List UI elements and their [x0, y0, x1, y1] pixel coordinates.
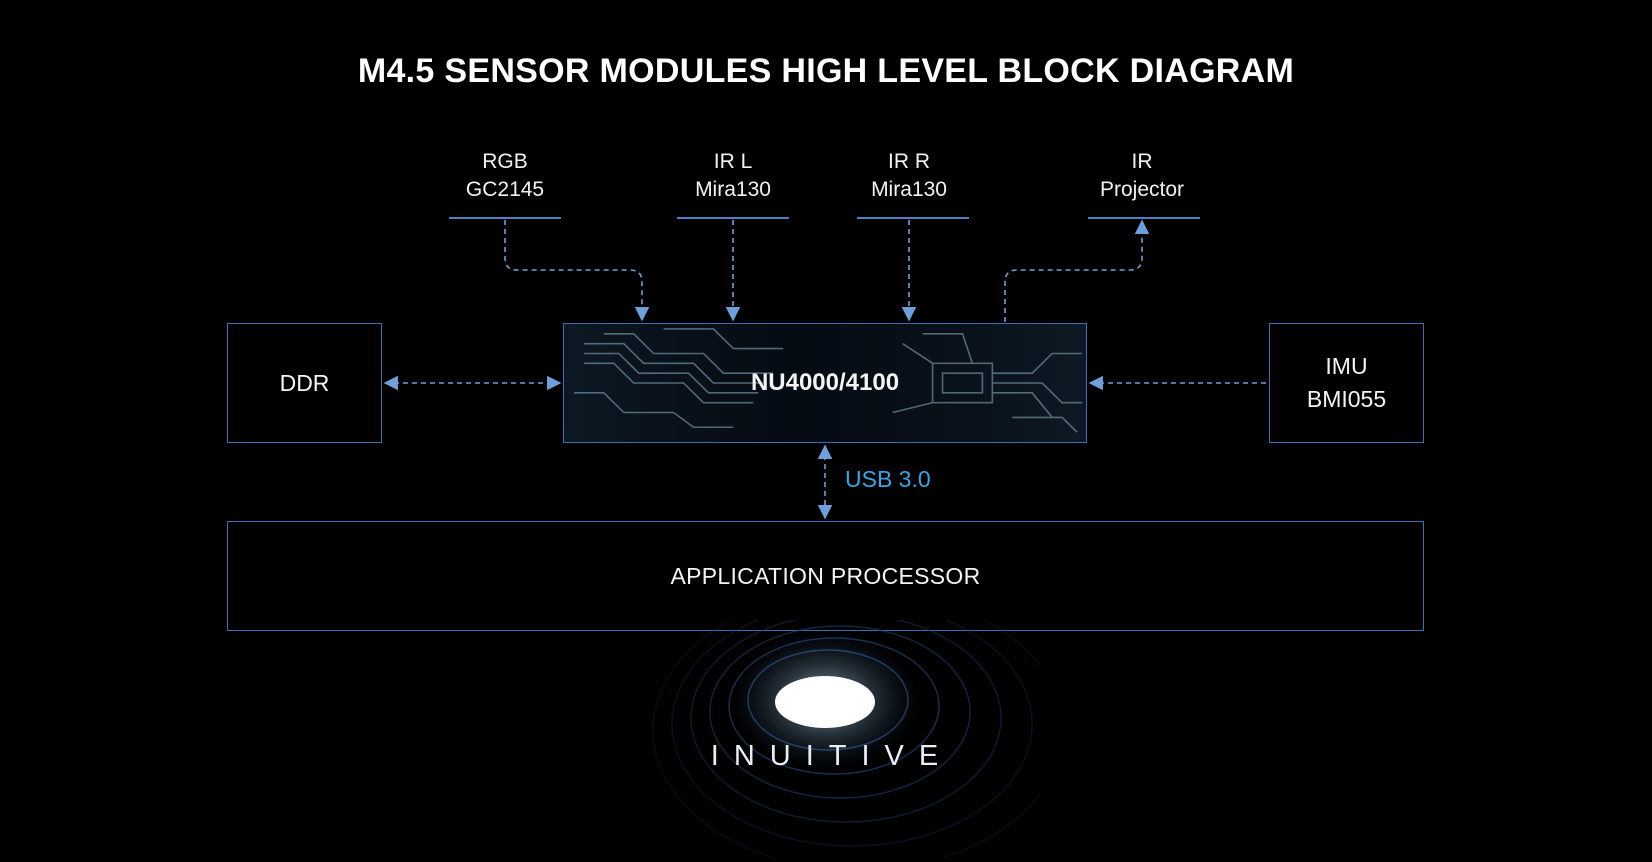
- sensor-irr-line2: Mira130: [871, 178, 947, 201]
- sensor-rgb-label: RGB GC2145: [435, 148, 575, 204]
- usb-label: USB 3.0: [845, 466, 931, 492]
- sensor-rgb-line2: GC2145: [465, 178, 545, 201]
- nu-label: NU4000/4100: [750, 369, 900, 396]
- nu-block: NU4000/4100: [563, 323, 1087, 443]
- logo: [620, 589, 1064, 862]
- sensor-rgb-line1: RGB: [482, 150, 528, 173]
- sensor-projector-line1: IR: [1131, 150, 1153, 173]
- logo-text: INUITIVE: [710, 740, 954, 772]
- imu-line2: BMI055: [1306, 386, 1387, 412]
- projector-connector: [1004, 219, 1150, 322]
- imu-line1: IMU: [1325, 353, 1368, 379]
- rgb-connector: [504, 220, 650, 322]
- sensor-projector-label: IR Projector: [1072, 148, 1212, 204]
- ddr-label: DDR: [279, 369, 330, 396]
- sensor-irl-line2: Mira130: [695, 178, 771, 201]
- circuit-board-graphic: [564, 324, 1086, 442]
- sensor-irr-line1: IR R: [888, 150, 930, 173]
- sensor-irl-label: IR L Mira130: [663, 148, 803, 204]
- imu-block: IMU BMI055: [1269, 323, 1424, 443]
- ddr-block: DDR: [227, 323, 382, 443]
- sensor-irl-line1: IR L: [713, 150, 753, 173]
- application-processor-label: APPLICATION PROCESSOR: [670, 562, 981, 589]
- logo-ripple-graphic: [652, 589, 1064, 862]
- application-processor-block: APPLICATION PROCESSOR: [227, 521, 1424, 631]
- page-title: M4.5 SENSOR MODULES HIGH LEVEL BLOCK DIA…: [357, 52, 1295, 90]
- sensor-irr-label: IR R Mira130: [839, 148, 979, 204]
- sensor-projector-line2: Projector: [1099, 178, 1185, 201]
